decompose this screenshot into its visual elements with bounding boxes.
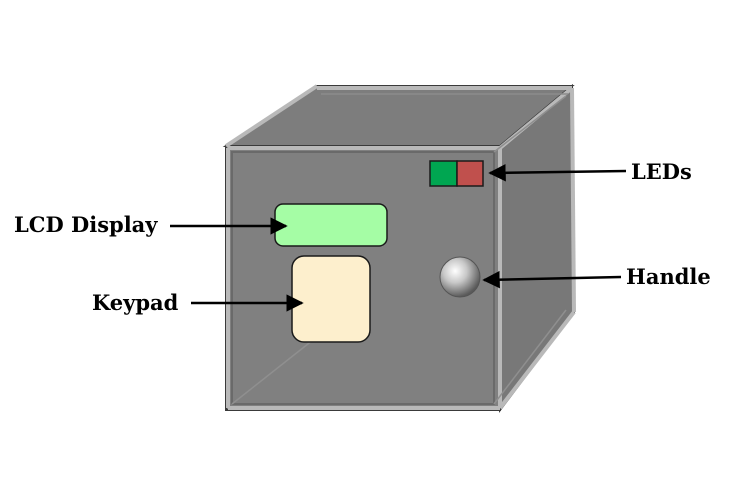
label-handle: Handle <box>626 264 711 289</box>
keypad <box>291 255 371 343</box>
interior-line-right-bottom <box>493 309 567 405</box>
edge-highlight-right-back <box>570 87 576 313</box>
label-keypad: Keypad <box>92 290 179 315</box>
arrow-leds <box>488 164 627 182</box>
led-red <box>456 160 484 187</box>
edge-highlight-top-left <box>224 84 319 148</box>
lcd-display <box>274 203 388 247</box>
led-green <box>429 160 458 187</box>
interior-line-right <box>493 95 567 153</box>
interior-line-diag <box>231 335 319 405</box>
safe-box <box>222 83 576 413</box>
edge-highlight-right-bottom <box>498 310 576 410</box>
label-lcd-display: LCD Display <box>14 212 158 237</box>
handle-knob <box>439 256 481 298</box>
label-leds: LEDs <box>631 159 692 184</box>
arrow-handle <box>482 270 622 289</box>
